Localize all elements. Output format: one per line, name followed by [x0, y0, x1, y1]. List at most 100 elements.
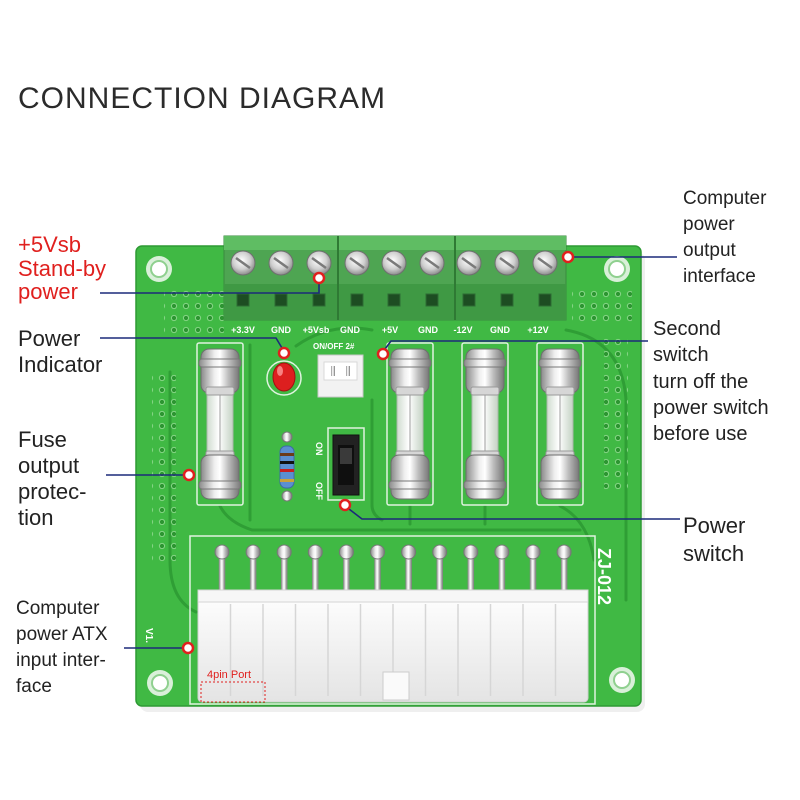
led-body	[272, 362, 296, 392]
callout-marker	[338, 498, 352, 512]
pin-head	[556, 544, 572, 560]
header-pin	[525, 544, 541, 598]
via-grid	[604, 336, 628, 492]
pin-head	[338, 544, 354, 560]
terminal-label: +5V	[382, 325, 398, 335]
power-switch: ON OFF	[314, 427, 365, 501]
header-pin	[432, 544, 448, 598]
wire-opening	[312, 293, 326, 307]
atx-top-lip	[197, 589, 589, 603]
resistor-band	[280, 479, 294, 482]
connector-pin	[331, 366, 335, 376]
resistor	[279, 431, 295, 502]
header-pin	[276, 544, 292, 598]
wire-opening	[538, 293, 552, 307]
wire-opening	[236, 293, 250, 307]
callout-power-switch: Power switch	[338, 498, 745, 566]
callout-fuse: Fuse output protec- tion	[18, 427, 196, 530]
switch-on-label: ON	[314, 442, 324, 456]
terminal-screw	[532, 250, 558, 276]
resistor-body	[279, 445, 295, 489]
callout-text: Computer	[16, 598, 100, 619]
callout-line	[384, 340, 648, 350]
connector-cavity	[323, 361, 358, 381]
page-title: CONNECTION DIAGRAM	[18, 82, 386, 115]
screw-slot	[311, 256, 327, 270]
header-pin	[370, 544, 385, 598]
callout-text: before use	[653, 423, 748, 445]
callout-text: Indicator	[18, 352, 102, 377]
terminal-label: GND	[418, 325, 439, 335]
port-outline	[200, 681, 266, 703]
callout-text: Stand-by	[18, 256, 106, 281]
via-grid	[152, 372, 176, 564]
mounting-hole	[146, 256, 172, 282]
callout-text: Fuse	[18, 427, 67, 452]
callout-atx-input: Computer power ATX input inter- face	[16, 598, 195, 697]
pin-head	[463, 544, 479, 560]
screw-slot	[273, 256, 289, 270]
callout-text: output	[18, 453, 79, 478]
resistor-band	[280, 461, 294, 464]
screw-slot	[499, 256, 515, 270]
screw-slot	[386, 256, 402, 270]
switch-off-label: OFF	[314, 482, 324, 500]
connector-pin	[346, 366, 350, 376]
callout-marker	[181, 641, 195, 655]
terminal-label: +5Vsb	[303, 325, 330, 335]
callout-text: output	[683, 240, 737, 261]
header-pin	[307, 544, 323, 598]
terminal-labels: +3.3V GND +5Vsb GND +5V GND -12V GND +12…	[231, 325, 549, 335]
callout-line	[100, 337, 283, 349]
terminal-screw	[306, 250, 332, 276]
terminal-screw	[381, 250, 407, 276]
on-off-connector: ON/OFF 2#	[313, 342, 364, 398]
pin-head	[432, 544, 448, 560]
header-pin	[556, 544, 572, 598]
trace	[294, 326, 374, 348]
four-pin-port: 4pin Port	[200, 669, 266, 703]
callout-text: input inter-	[16, 650, 106, 671]
callout-standby: +5Vsb Stand-by power	[18, 232, 326, 304]
callout-marker	[561, 250, 575, 264]
mounting-hole	[604, 256, 630, 282]
board-model: ZJ-012	[594, 548, 614, 605]
callout-text: face	[16, 676, 52, 697]
pin-head	[276, 544, 292, 560]
wire-opening	[387, 293, 401, 307]
terminal-label: GND	[271, 325, 292, 335]
trace	[558, 504, 596, 562]
atx-connector	[197, 589, 589, 703]
terminal-label: +12V	[527, 325, 548, 335]
callout-second-switch: Second switch turn off the power switch …	[376, 318, 769, 445]
switch-knob	[340, 448, 352, 464]
wire-opening	[462, 293, 476, 307]
terminal-label: -12V	[453, 325, 472, 335]
via-grid	[164, 286, 224, 334]
resistor-lead-pad	[281, 431, 293, 443]
atx-pin-header	[214, 544, 572, 598]
callout-text: Computer	[683, 188, 767, 209]
callout-text: protec-	[18, 479, 86, 504]
output-terminal-block	[223, 235, 567, 321]
callout-text: tion	[18, 505, 53, 530]
terminal-screw	[494, 250, 520, 276]
callout-text: turn off the	[653, 371, 748, 393]
callout-text: power ATX	[16, 624, 108, 645]
callout-marker	[312, 271, 326, 285]
terminal-screw	[268, 250, 294, 276]
pcb-board: +3.3V GND +5Vsb GND +5V GND -12V GND +12…	[135, 235, 645, 712]
pin-head	[401, 544, 417, 560]
wire-opening	[350, 293, 364, 307]
pin-head	[494, 544, 510, 560]
callout-text: switch	[653, 344, 709, 366]
header-pin	[494, 544, 510, 598]
led-outline	[266, 360, 302, 396]
wire-opening	[500, 293, 514, 307]
atx-silkscreen-outline	[189, 535, 596, 705]
callout-marker	[376, 347, 390, 361]
terminal-screw	[419, 250, 445, 276]
screw-slot	[424, 256, 440, 270]
resistor-lead-pad	[281, 490, 293, 502]
callout-text: switch	[683, 541, 744, 566]
